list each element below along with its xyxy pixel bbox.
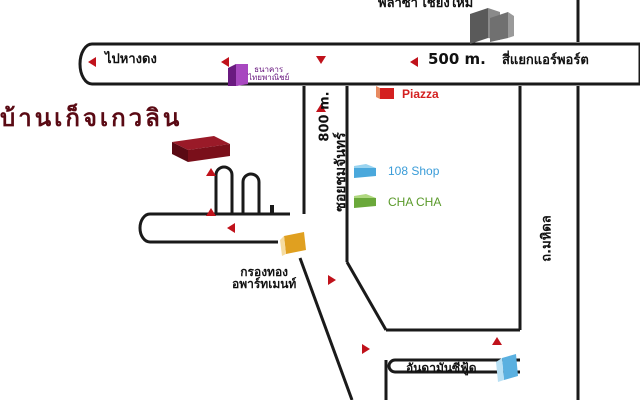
- bank-label-line1: ธนาคาร: [254, 65, 284, 74]
- hangdong-label: ไปหางดง: [105, 52, 157, 67]
- bottom-lane: [387, 358, 520, 374]
- bank-label: ธนาคาร ไทยพาณิชย์: [248, 66, 289, 82]
- piazza-icon: [376, 86, 394, 99]
- krungthong-icon: [280, 232, 306, 256]
- lane-marker: [270, 205, 274, 215]
- mahidol-label: ถ.มหิดล: [539, 215, 555, 262]
- bank-building-icon: [228, 64, 248, 86]
- airport-distance-label: 500 m.: [428, 50, 486, 68]
- lane-2: [241, 172, 261, 214]
- seafood-icon: [496, 354, 518, 382]
- airport-label: สี่แยกแอร์พอร์ต: [502, 53, 589, 68]
- arrow-west-3: [410, 57, 418, 67]
- shop108-label: 108 Shop: [388, 164, 440, 178]
- krungthong-label-line1: กรองทอง: [240, 265, 289, 279]
- soi-label: ซอยชมจันทร์: [333, 132, 349, 212]
- seafood-label: อันดามันซีฟู้ด: [406, 361, 477, 375]
- arrow-up-lane: [206, 168, 216, 176]
- diagonal-road-east: [345, 261, 388, 331]
- destination-building-icon: [172, 136, 230, 162]
- arrow-west-side: [227, 223, 235, 233]
- piazza-label: Piazza: [402, 87, 439, 101]
- shop108-icon: [354, 164, 376, 178]
- bank-label-line2: ไทยพาณิชย์: [248, 73, 290, 82]
- side-street: [138, 212, 290, 244]
- lane-1: [214, 165, 234, 214]
- krungthong-label: กรองทอง อพาร์ทเมนท์: [232, 266, 296, 290]
- arrow-east-diag-2: [362, 344, 370, 354]
- arrow-up-bottom: [492, 337, 502, 345]
- diagonal-road-west: [298, 257, 354, 400]
- arrow-west-2: [221, 57, 229, 67]
- arrow-east-diag: [328, 275, 336, 285]
- arrow-up-side: [206, 208, 216, 216]
- chacha-label: CHA CHA: [388, 195, 442, 209]
- plaza-building-icon: [470, 8, 514, 44]
- krungthong-label-line2: อพาร์ทเมนท์: [232, 277, 297, 291]
- chacha-icon: [354, 194, 376, 208]
- arrow-up-soi: [316, 104, 326, 112]
- plaza-label: พลาซ่า เชียงใหม่: [378, 0, 474, 11]
- arrow-west-1: [88, 57, 96, 67]
- destination-label: บ้านเก็จเกวลิน: [0, 104, 183, 132]
- soi-distance-label: 800 m.: [317, 91, 333, 142]
- main-road: [78, 42, 640, 86]
- arrow-down-soi: [316, 56, 326, 64]
